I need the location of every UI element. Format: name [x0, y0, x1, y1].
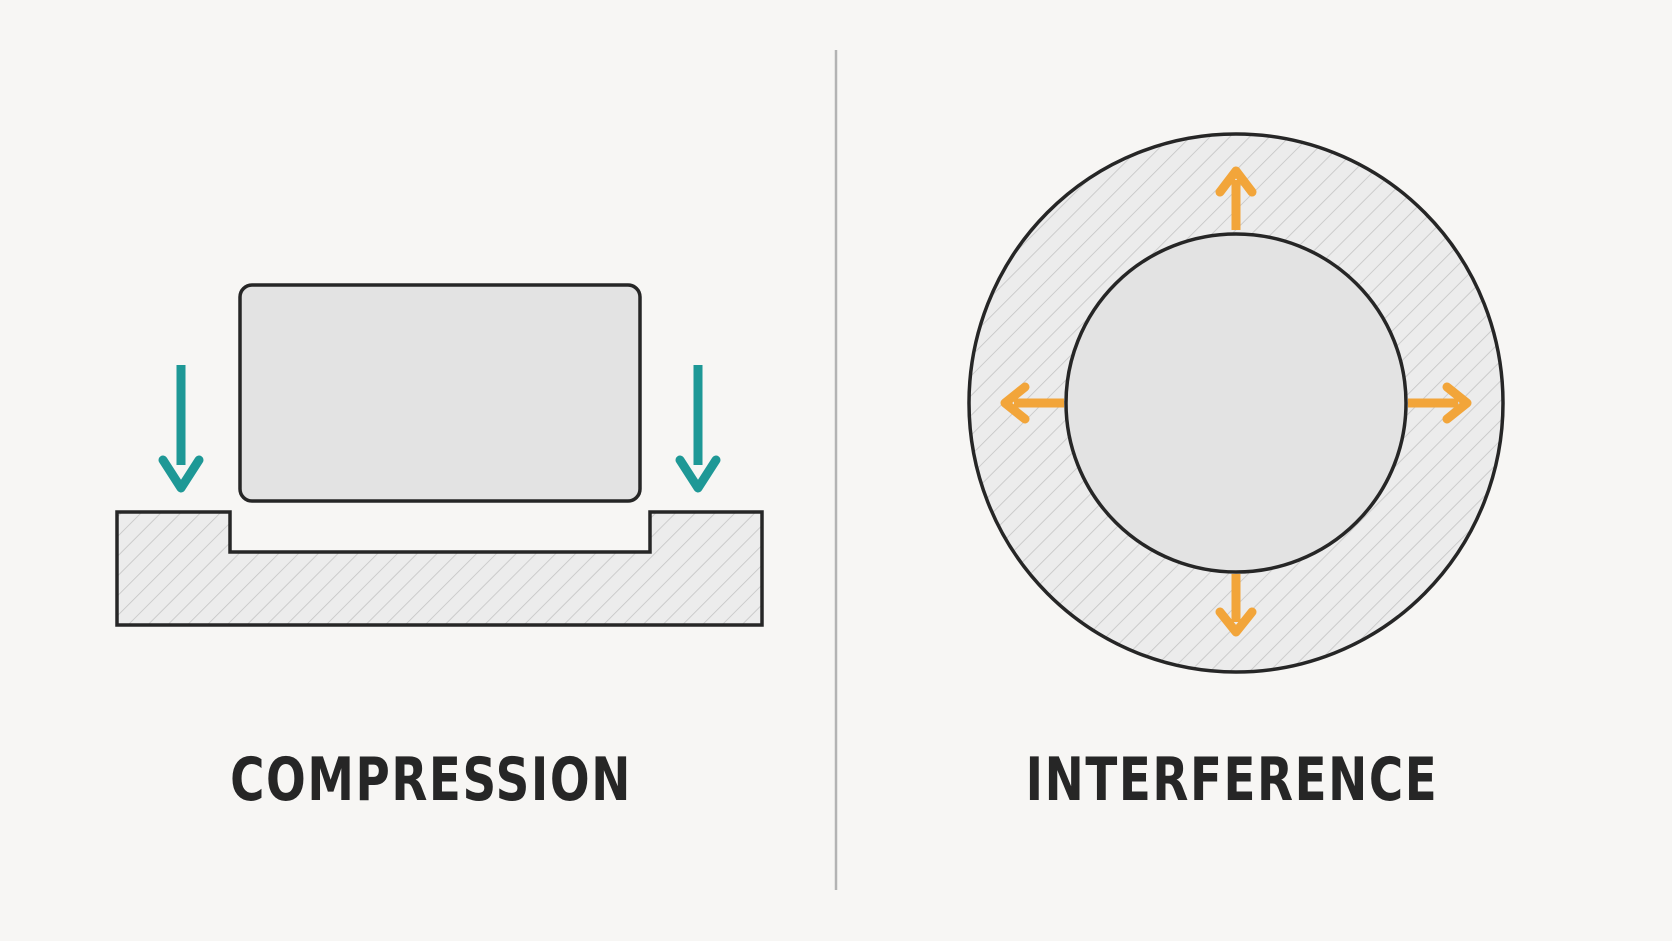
arrow-outward-icon	[1215, 166, 1257, 230]
gasket-block	[238, 283, 642, 503]
arrow-outward-icon	[1215, 574, 1257, 637]
grooved-base	[115, 510, 764, 627]
compression-diagram	[115, 283, 764, 627]
interference-label: INTERFERENCE	[1025, 745, 1439, 815]
compression-label: COMPRESSION	[230, 745, 632, 815]
arrow-down-icon	[158, 365, 204, 493]
inner-shaft	[1064, 232, 1408, 574]
interference-diagram	[967, 132, 1505, 674]
arrow-outward-icon	[1000, 382, 1064, 424]
arrow-outward-icon	[1408, 382, 1472, 424]
arrow-down-icon	[675, 365, 721, 493]
